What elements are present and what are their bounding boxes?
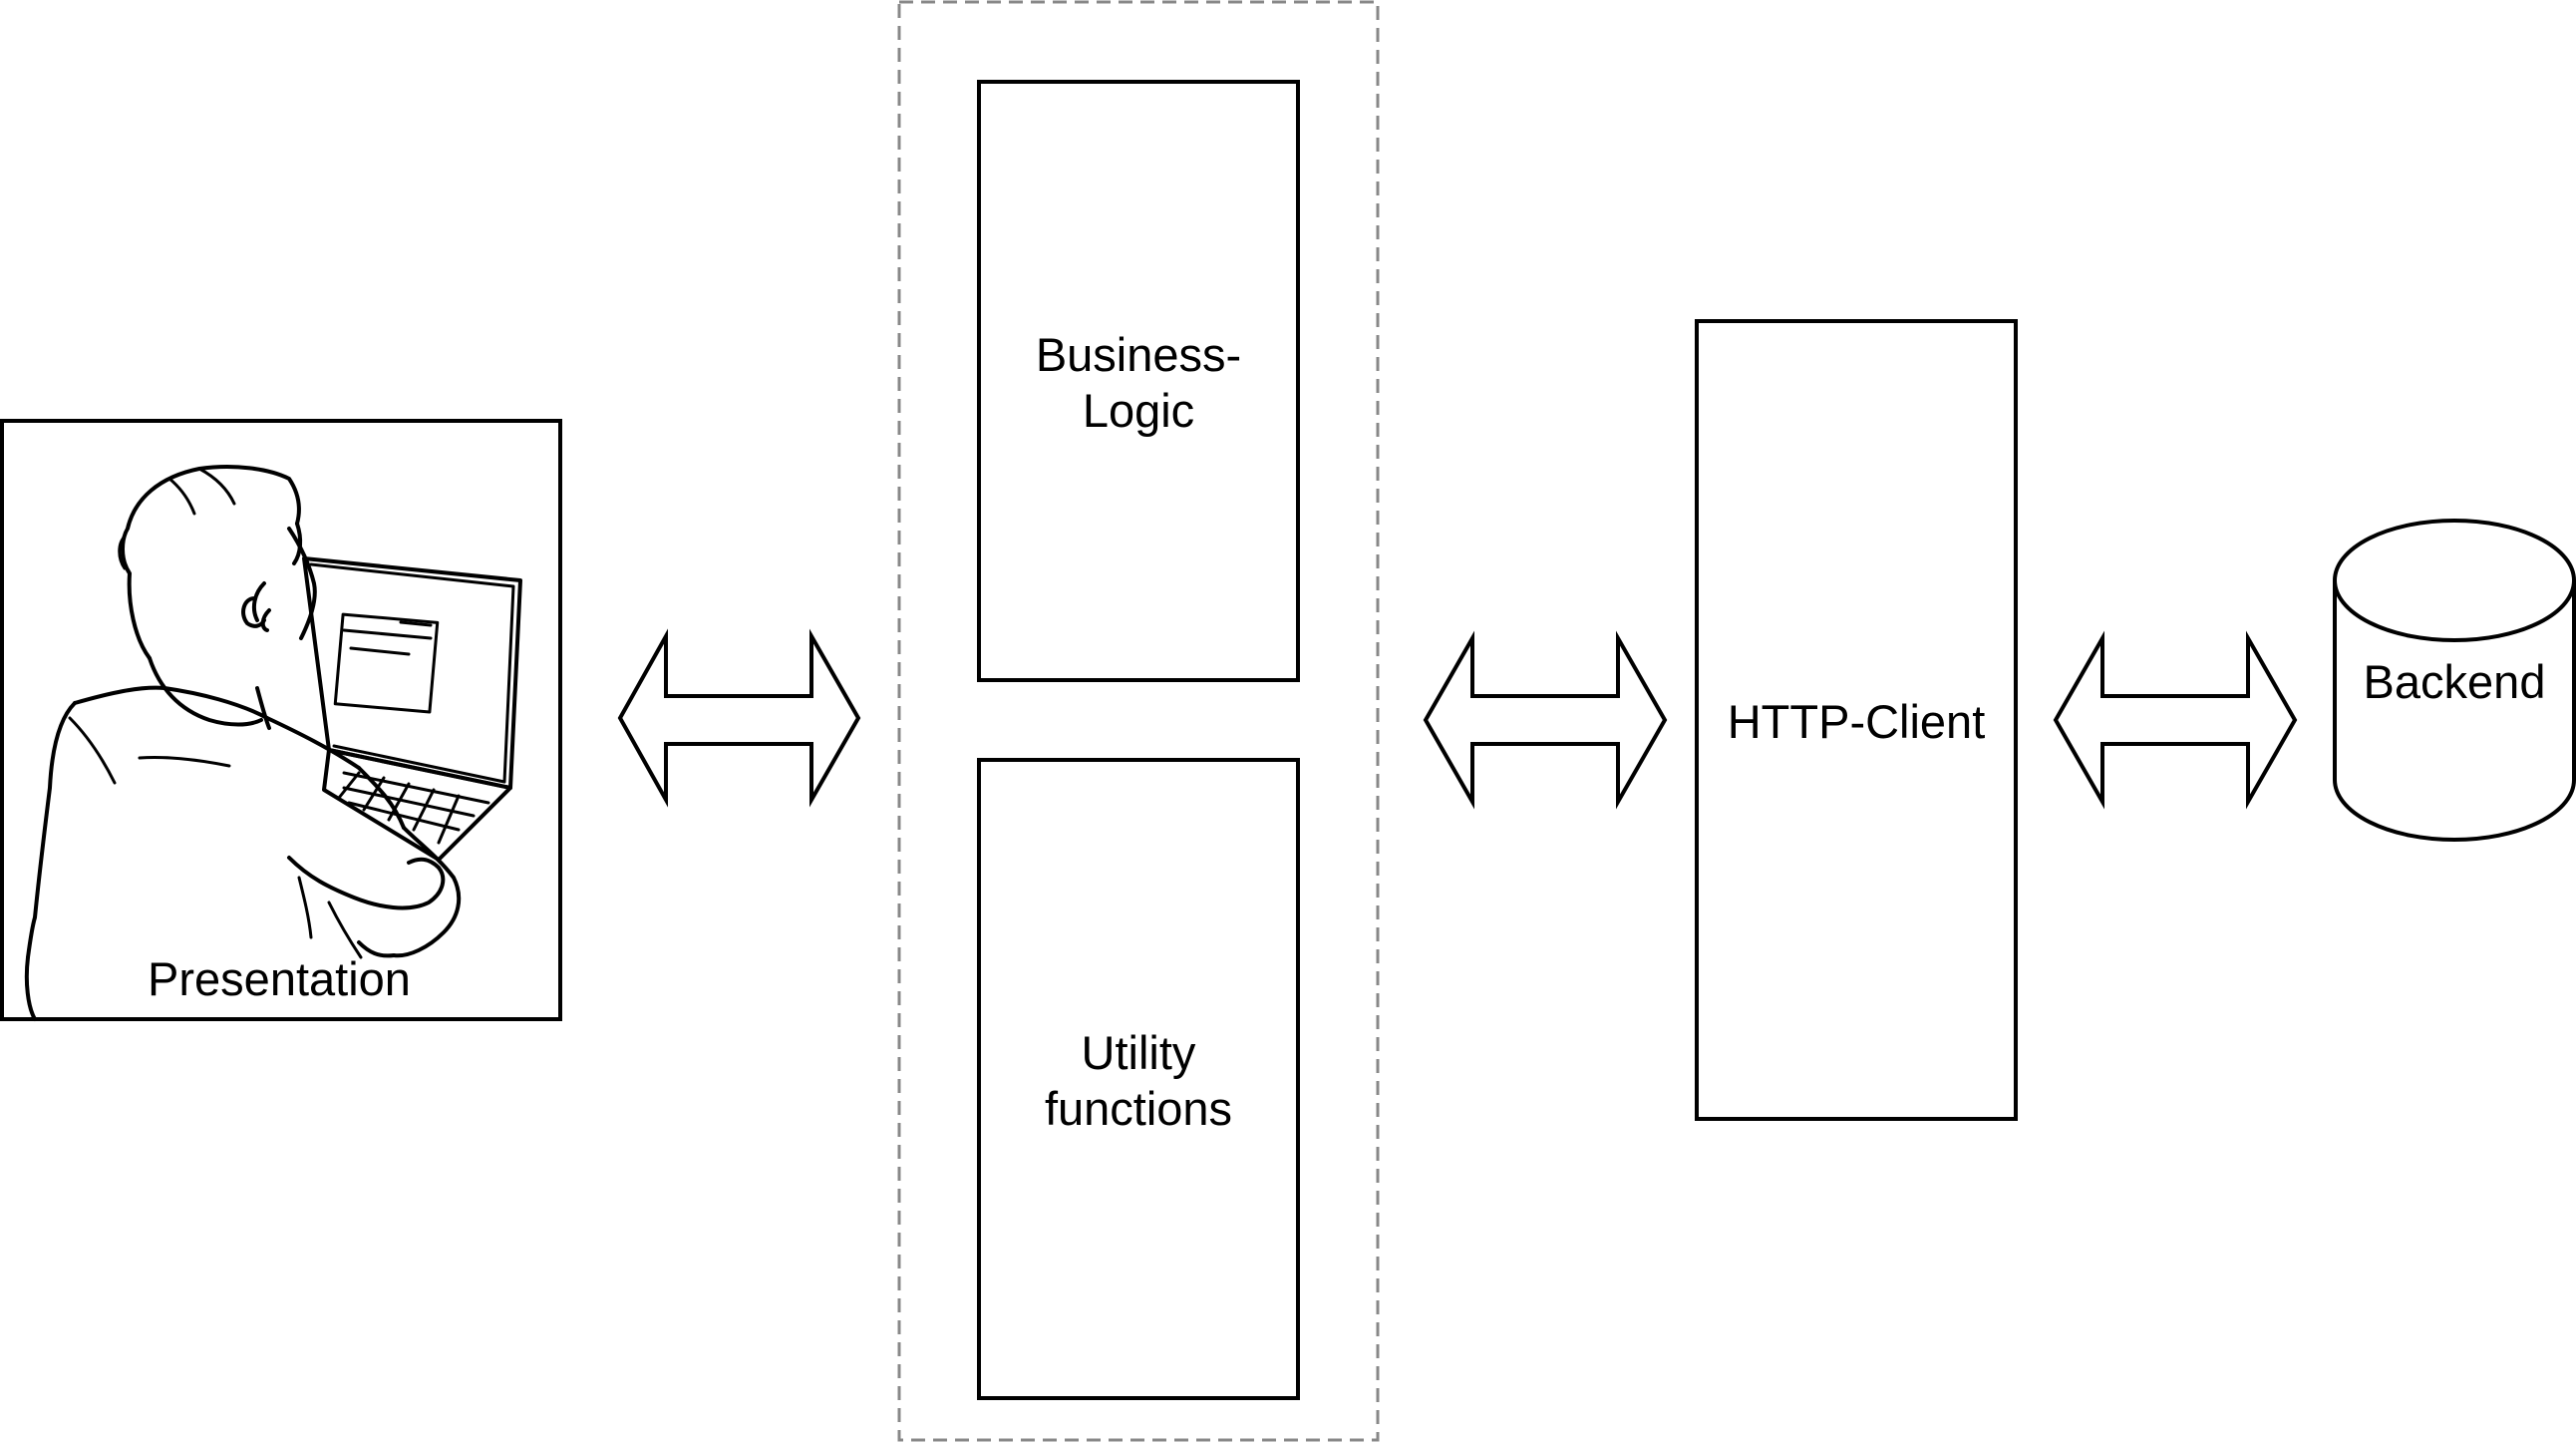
business-logic-label-line2: Logic [1083, 384, 1194, 437]
utility-functions-box [977, 758, 1300, 1400]
business-logic-node: Business- Logic [977, 80, 1300, 682]
business-logic-label-line1: Business- [1036, 328, 1241, 381]
logic-group-boundary [897, 0, 1380, 1442]
presentation-label: Presentation [148, 952, 411, 1005]
presentation-node: Presentation [0, 419, 562, 1021]
backend-label: Backend [2364, 655, 2546, 708]
backend-node: Backend [2333, 519, 2576, 842]
double-headed-arrow-icon [617, 628, 861, 808]
http-client-box [1695, 319, 2018, 1121]
person-at-laptop-illustration [24, 465, 522, 1021]
utility-functions-label-line2: functions [1045, 1082, 1232, 1135]
http-client-label: HTTP-Client [1728, 695, 1986, 748]
double-headed-arrow-icon [1423, 630, 1668, 810]
http-client-node: HTTP-Client [1695, 319, 2018, 1121]
business-logic-box [977, 80, 1300, 682]
utility-functions-node: Utility functions [977, 758, 1300, 1400]
presentation-frame [0, 419, 562, 1021]
utility-functions-label-line1: Utility [1082, 1026, 1196, 1079]
double-headed-arrow-icon [2053, 630, 2298, 810]
database-cylinder-icon [2333, 519, 2576, 842]
